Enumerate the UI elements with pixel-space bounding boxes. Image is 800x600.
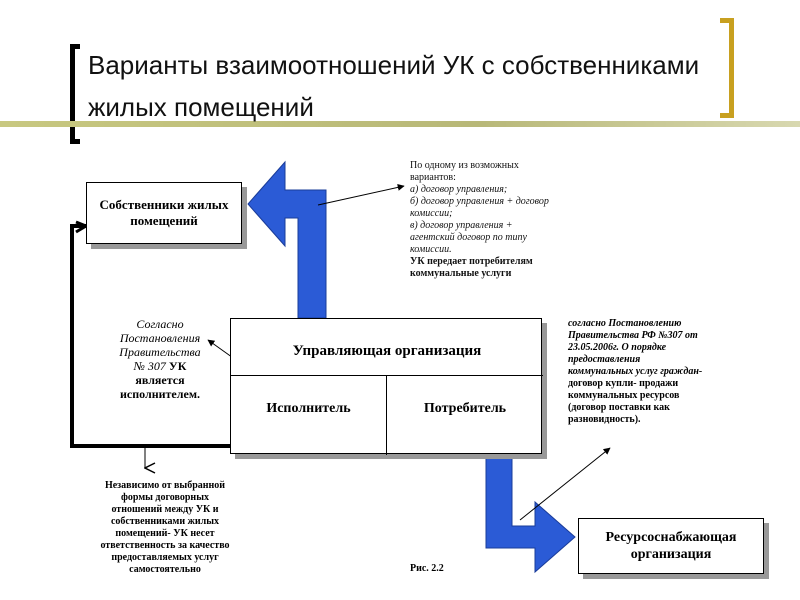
resource-note-line: разновидность). [568,414,641,425]
responsibility-note-line: ответственность за качество [100,540,230,551]
variants-line: а) договор управления; [410,184,508,195]
responsibility-note-line: помещений- УК несет [115,528,215,539]
variants-note: По одному из возможных вариантов: а) дог… [410,160,590,280]
blue-arrow-to-owners [247,160,327,319]
executor-note-bold-line: исполнителем. [119,387,200,401]
executor-note-line: Согласно [136,317,184,331]
resource-note-line: предоставления [568,354,641,365]
resource-note-line: Правительства РФ №307 от [568,330,698,341]
resource-note: согласно Постановлению Правительства РФ … [568,318,768,426]
owners-box: Собственники жилых помещений [86,182,242,244]
variants-line: вариантов: [410,172,456,183]
executor-note: Согласно Постановления Правительства № 3… [100,317,220,401]
title-bracket-right [720,18,734,118]
resource-note-line: договор купли- продажи [568,378,679,389]
slide-title-line2: жилых помещений [88,92,314,122]
variants-line: По одному из возможных [410,160,519,171]
slide-title-line1: Варианты взаимоотношений УК с собственни… [88,50,700,80]
responsibility-note-line: Независимо от выбранной [104,480,226,491]
resource-org-label: Ресурсоснабжающая организация [605,530,737,562]
resource-pointer [519,447,611,521]
resource-note-line: (договор поставки как [568,402,670,413]
responsibility-note-line: формы договорных [120,492,209,503]
executor-note-line: Правительства [119,345,201,359]
owners-label: Собственники жилых помещений [99,197,229,228]
executor-note-line: Постановления [119,331,201,345]
variants-line: комиссии; [410,208,453,219]
responsibility-note-line: предоставляемых услуг [111,552,219,563]
variants-pointer [317,183,405,206]
blue-arrow-to-resource-org [485,453,576,574]
title-bracket-left [70,44,80,144]
variants-bold-line: коммунальные услуги [410,268,512,279]
variants-line: агентский договор по типу [410,232,527,243]
variants-bold-line: УК передает потребителям [410,256,533,267]
variants-line: б) договор управления + договор [410,196,549,207]
executor-note-bold-line: является [135,373,185,387]
executor-note-line: № 307 [133,359,166,373]
variants-line: комиссии. [410,244,452,255]
resource-note-line: коммунальных ресурсов [568,390,680,401]
responsibility-note-line: отношений между УК и [111,504,219,515]
title-underline-bar [0,121,800,127]
resource-org-box: Ресурсоснабжающая организация [578,518,764,574]
management-org-box: Управляющая организация Исполнитель Потр… [230,318,543,455]
figure-label: Рис. 2.2 [410,563,444,574]
resource-note-line: согласно Постановлению [568,318,682,329]
left-thick-connector [70,224,230,448]
responsibility-note-line: собственниками жилых [110,516,220,527]
management-org-title: Управляющая организация [292,343,482,359]
executor-note-bold-inline: УК [168,359,187,373]
resource-note-line: 23.05.2006г. О порядке [568,342,667,353]
variants-line: в) договор управления + [410,220,513,231]
consumer-cell: Потребитель [423,401,507,416]
executor-cell: Исполнитель [266,401,351,416]
responsibility-note: Независимо от выбранной формы договорных… [80,480,250,576]
management-org-divider-h [231,375,543,376]
responsibility-note-line: самостоятельно [129,564,201,575]
management-org-divider-v [386,375,387,455]
resource-note-line: коммунальных услуг граждан- [568,366,703,377]
